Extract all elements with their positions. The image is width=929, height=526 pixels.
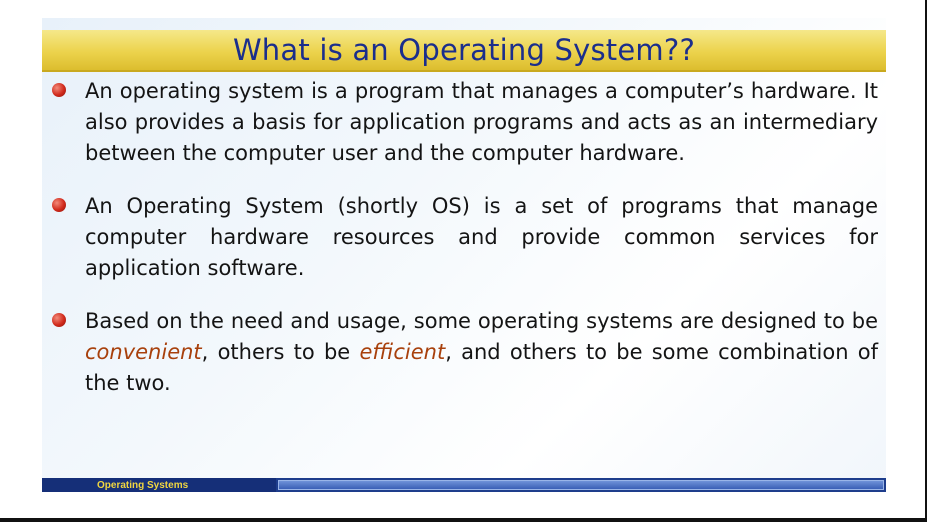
slide-title: What is an Operating System??	[232, 33, 696, 67]
footer-label: Operating Systems	[97, 479, 189, 491]
bullet-text-1: An operating system is a program that ma…	[85, 79, 878, 165]
bullet-item-3: Based on the need and usage, some operat…	[52, 306, 878, 399]
red-circle-bullet-icon	[52, 83, 66, 97]
emphasis-convenient: convenient	[85, 340, 202, 364]
red-circle-bullet-icon	[52, 313, 66, 327]
footer-accent-bar	[278, 480, 884, 490]
bullet-text-2: An Operating System (shortly OS) is a se…	[85, 194, 878, 280]
footer-label-box: Operating Systems	[42, 478, 276, 492]
bullet-list: An operating system is a program that ma…	[52, 76, 878, 421]
bullet-text-3-part1: Based on the need and usage, some operat…	[85, 309, 878, 333]
bullet-text-3: Based on the need and usage, some operat…	[85, 306, 878, 399]
bullet-text-3-part3: , and others to be some combination of t…	[85, 340, 878, 395]
bullet-item-2: An Operating System (shortly OS) is a se…	[52, 191, 878, 284]
title-bar: What is an Operating System??	[42, 30, 886, 72]
bullet-text-3-part2: , others to be	[201, 340, 360, 364]
emphasis-efficient: efficient	[359, 340, 446, 364]
red-circle-bullet-icon	[52, 198, 66, 212]
bullet-item-1: An operating system is a program that ma…	[52, 76, 878, 169]
slide-background	[42, 18, 886, 492]
